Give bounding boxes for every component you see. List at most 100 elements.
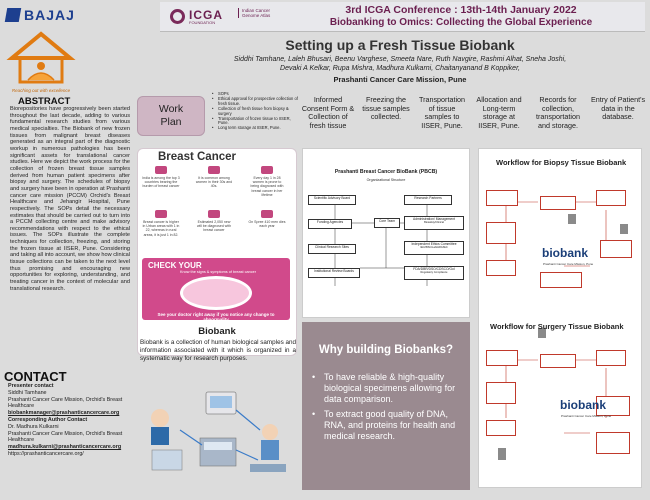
sponsor-motto: Reaching out with excellence xyxy=(11,88,71,93)
stat-text: Every day 1 in 28 women is prone to bein… xyxy=(250,176,284,197)
org-box-fda: FDA/DBR/DSO/CDSCO/GoI Regulatory Complia… xyxy=(404,266,464,280)
corresponding-label: Corresponding Author Contact xyxy=(8,416,88,423)
why-biobanks-panel xyxy=(302,322,470,490)
why-biobanks-list: To have reliable & high-quality biologic… xyxy=(310,372,466,446)
work-step-5: Records for collection, transportation a… xyxy=(536,95,580,130)
org-ethics-label: Independent Ethics Committee xyxy=(411,242,457,246)
org-box-ethics: Independent Ethics Committee IEC/IBSC/La… xyxy=(404,241,464,255)
workflow-step-box xyxy=(486,420,516,436)
org-admin-label: Administration/ Management xyxy=(413,217,455,221)
presenter-name: Siddhi Tamhane xyxy=(8,389,47,396)
workflow-step-box xyxy=(486,222,516,244)
workflow-step-box xyxy=(540,354,576,368)
stat-item: It is common among women in their 30s an… xyxy=(195,166,233,202)
sop-heading: SOPs xyxy=(212,91,302,97)
icga-tagline: Indian Cancer Genome Atlas xyxy=(238,8,276,18)
header-band xyxy=(160,2,645,32)
workflow-step-box xyxy=(596,396,630,416)
surgery-workflow-heading: Workflow for Surgery Tissue Biobank xyxy=(490,322,624,331)
org-box-clinical: Clinical Research Sites xyxy=(308,244,356,254)
stat-item: Every day 1 in 28 women is prone to bein… xyxy=(248,166,286,202)
org-fda-sub: Regulatory Compliance xyxy=(420,271,448,274)
check-your-title: CHECK YOUR xyxy=(148,261,202,270)
workflow-step-box xyxy=(596,432,630,454)
biobank-process-illustration xyxy=(151,391,286,472)
stat-text: India is among the top 3 countries beari… xyxy=(142,176,180,189)
stat-item: Breast cancer is higher in Urban areas w… xyxy=(142,210,180,246)
biopsy-workflow-heading: Workflow for Biopsy Tissue Biobank xyxy=(496,158,627,167)
workflow-step-box xyxy=(596,350,626,366)
workflow-step-box xyxy=(486,260,516,276)
org-box-scientific: Scientific Advisory Board xyxy=(308,195,356,205)
org-box-funding: Funding Agencies xyxy=(308,219,352,229)
org-box-admin: Administration/ Management Biosafety/Cli… xyxy=(404,216,464,230)
org-box-research: Research Partners xyxy=(404,195,452,205)
org-structure-title: Prashanti Breast Cancer BioBank (PBCB) xyxy=(334,169,438,175)
biobank-definition: Biobank is a collection of human biologi… xyxy=(140,339,296,363)
stat-text: On Spree 410 men dies each year xyxy=(248,220,286,229)
stat-item: On Spree 410 men dies each year xyxy=(248,210,286,246)
sop-item: Collection of fresh tissue from biopsy &… xyxy=(212,106,302,117)
conference-title: 3rd ICGA Conference : 13th-14th January … xyxy=(345,4,577,16)
org-ethics-sub: IEC/IBSC/Lab/HRC/IEC xyxy=(420,246,448,249)
icga-ring-icon xyxy=(170,9,185,24)
org-box-core: Core Team xyxy=(374,218,400,228)
author-line-2: Devaki A Kelkar, Rupa Mishra, Madhura Ku… xyxy=(280,65,520,72)
breast-cancer-heading: Breast Cancer xyxy=(158,151,236,163)
author-list: Siddhi Tamhane, Laleh Bhusari, Beenu Var… xyxy=(180,55,620,73)
stat-icon xyxy=(208,166,220,174)
stat-icon xyxy=(261,210,273,218)
stat-icon xyxy=(155,166,167,174)
work-plan-box xyxy=(137,96,205,136)
icga-logo: ICGA FOUNDATION xyxy=(170,8,232,26)
work-step-3: Transportation of tissue samples to IISE… xyxy=(418,95,466,130)
workflow-step-box xyxy=(540,272,582,288)
corresponding-name: Dr. Madhura Kulkarni xyxy=(8,423,59,430)
check-caption: Know the signs & symptoms of breast canc… xyxy=(180,270,256,274)
sop-item: Transportation of frozen tissue to IISER… xyxy=(212,116,302,127)
icga-logo-sub: FOUNDATION xyxy=(189,20,216,25)
corresponding-email-link[interactable]: madhura.kulkarni@prashanticancercare.org xyxy=(8,444,122,451)
why-point: To extract good quality of DNA, RNA, and… xyxy=(310,409,466,442)
corresponding-org: Prashanti Cancer Care Mission, Orchid's … xyxy=(8,430,123,444)
workflow-step-box xyxy=(596,190,626,206)
check-footer: See your doctor right away if you notice… xyxy=(157,312,275,322)
biobank-logo-surgery: biobank xyxy=(560,398,607,412)
bajaj-text: BAJAJ xyxy=(24,7,75,23)
bajaj-logo: BAJAJ xyxy=(4,6,86,24)
house-hand-logo-icon xyxy=(6,31,76,84)
why-biobanks-heading: Why building Biobanks? xyxy=(318,344,454,356)
abstract-heading: ABSTRACT xyxy=(18,96,71,107)
org-structure-subtitle: Organizational Structure xyxy=(366,178,406,182)
presenter-email-link[interactable]: biobankmanager@prashanticancercare.org xyxy=(8,410,120,417)
website-link[interactable]: https://prashanticancercare.org/ xyxy=(8,450,84,457)
biobank-logo-sub-biopsy: Prashanti Cancer Care Mission, Pune xyxy=(543,262,594,266)
stat-item: Estimated 2,050 new will be diagnosed wi… xyxy=(195,210,233,246)
work-step-6: Entry of Patient's data in the database. xyxy=(590,95,646,121)
workflow-step-box xyxy=(486,190,518,206)
workflow-step-box xyxy=(486,382,516,404)
work-step-2: Freezing the tissue samples collected. xyxy=(362,95,410,121)
contact-heading: CONTACT xyxy=(4,369,67,384)
author-line-1: Siddhi Tamhane, Laleh Bhusari, Beenu Var… xyxy=(233,56,567,63)
breast-cancer-panel xyxy=(137,148,297,356)
workflow-step-box xyxy=(600,240,632,258)
org-box-review: Institutional Review Boards xyxy=(308,268,360,278)
presenter-org: Prashanti Cancer Care Mission, Orchid's … xyxy=(8,396,123,410)
stat-text: Estimated 2,050 new will be diagnosed wi… xyxy=(196,220,232,233)
icga-logo-text: ICGA xyxy=(189,8,223,22)
sop-list: SOPs Ethical approval for prospective co… xyxy=(212,91,302,131)
abstract-text: Biorepositories have progressively been … xyxy=(10,106,130,292)
contact-block: Presenter contact Siddhi Tamhane Prashan… xyxy=(8,383,136,458)
bajaj-mark-icon xyxy=(4,8,22,22)
work-step-4: Allocation and Long-term storage at IISE… xyxy=(476,95,522,130)
sop-item: Ethical approval for prospective collect… xyxy=(212,96,302,107)
stat-icon xyxy=(261,166,273,174)
stat-text: Breast cancer is higher in Urban areas w… xyxy=(142,220,180,237)
why-point: To have reliable & high-quality biologic… xyxy=(310,372,466,405)
breast-symbol-icon xyxy=(180,276,252,310)
conference-subtitle: Biobanking to Omics: Collecting the Glob… xyxy=(329,17,593,28)
workflow-step-box xyxy=(540,196,576,210)
org-fda-label: FDA/DBR/DSO/CDSCO/GoI xyxy=(413,267,455,271)
breast-cancer-stats: India is among the top 3 countries beari… xyxy=(140,166,296,256)
